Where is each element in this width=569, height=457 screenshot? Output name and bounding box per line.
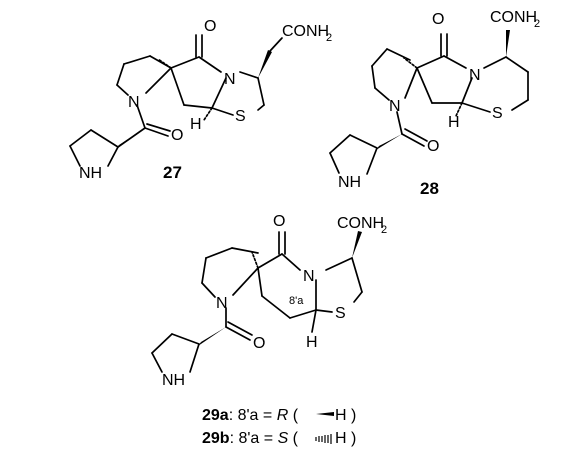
- atom-oxygen: O: [253, 335, 265, 352]
- caption-paren-close: ): [347, 407, 357, 424]
- compound-label: 28: [420, 179, 439, 198]
- caption-paren-close: ): [347, 430, 357, 447]
- compound-28: O CONH 2 N N O NH S H 28: [329, 9, 540, 198]
- atom-sulfur: S: [235, 108, 246, 125]
- hashed-bond: [403, 57, 418, 69]
- wedge-bond: [506, 30, 510, 57]
- wedge-bond: [376, 134, 402, 150]
- caption-stereo: R: [277, 407, 289, 424]
- compound-27: O CONH 2 N N O NH S H 27: [69, 18, 332, 182]
- atom-subscript: 2: [381, 224, 387, 236]
- wedge-bond: [116, 128, 145, 149]
- atom-nitrogen: N: [224, 71, 236, 88]
- atom-conh: CONH: [282, 23, 329, 40]
- svg-text:H ): H ): [335, 430, 356, 447]
- atom-conh: CONH: [337, 215, 384, 232]
- caption-paren-open: (: [288, 430, 298, 447]
- caption-h: H: [335, 430, 347, 447]
- atom-sulfur: S: [492, 105, 503, 122]
- caption-compound-id: 29a: [202, 407, 229, 424]
- caption-h: H: [335, 407, 347, 424]
- svg-text:H ): H ): [335, 407, 356, 424]
- position-label: 8'a: [289, 295, 304, 307]
- caption-stereo: S: [278, 430, 289, 447]
- atom-sulfur: S: [335, 305, 346, 322]
- caption-29a: 29a: 8'a = R ( H ): [202, 407, 356, 424]
- atom-conh: CONH: [490, 9, 537, 26]
- hashed-bond-h: [455, 102, 463, 117]
- atom-oxygen: O: [432, 11, 444, 28]
- atom-oxygen: O: [171, 127, 183, 144]
- caption-text: : 8'a =: [230, 430, 278, 447]
- wedge-bond: [258, 50, 272, 78]
- wedge-bond: [198, 327, 226, 346]
- caption-paren-open: (: [288, 407, 298, 424]
- hashed-bond-h: [203, 107, 213, 121]
- atom-oxygen: O: [427, 138, 439, 155]
- atom-nh: NH: [338, 174, 361, 191]
- atom-nitrogen: N: [128, 94, 140, 111]
- atom-oxygen: O: [204, 18, 216, 35]
- atom-hydrogen: H: [448, 114, 460, 131]
- atom-nitrogen: N: [469, 67, 481, 84]
- svg-text:29a: 8'a = R (: 29a: 8'a = R (: [202, 407, 299, 424]
- svg-text:29b: 8'a = S (: 29b: 8'a = S (: [202, 430, 299, 447]
- hashed-bond: [157, 58, 172, 69]
- caption-text: : 8'a =: [229, 407, 277, 424]
- wedge-bond: [352, 231, 362, 258]
- hashed-bond-legend: [315, 434, 332, 444]
- hashed-bond: [251, 251, 259, 269]
- atom-oxygen: O: [273, 213, 285, 230]
- atom-subscript: 2: [534, 18, 540, 30]
- wedge-bond-legend: [316, 412, 334, 416]
- atom-nh: NH: [79, 165, 102, 182]
- atom-hydrogen: H: [306, 334, 318, 351]
- compound-29: O CONH 2 N N O NH S H 8'a: [151, 213, 387, 389]
- atom-nitrogen: N: [216, 295, 228, 312]
- atom-nitrogen: N: [389, 98, 401, 115]
- caption-29b: 29b: 8'a = S ( H ): [202, 430, 356, 447]
- compound-label: 27: [163, 163, 182, 182]
- atom-nh: NH: [162, 372, 185, 389]
- atom-hydrogen: H: [190, 116, 202, 133]
- atom-subscript: 2: [326, 32, 332, 44]
- caption-compound-id: 29b: [202, 430, 230, 447]
- atom-nitrogen: N: [303, 268, 315, 285]
